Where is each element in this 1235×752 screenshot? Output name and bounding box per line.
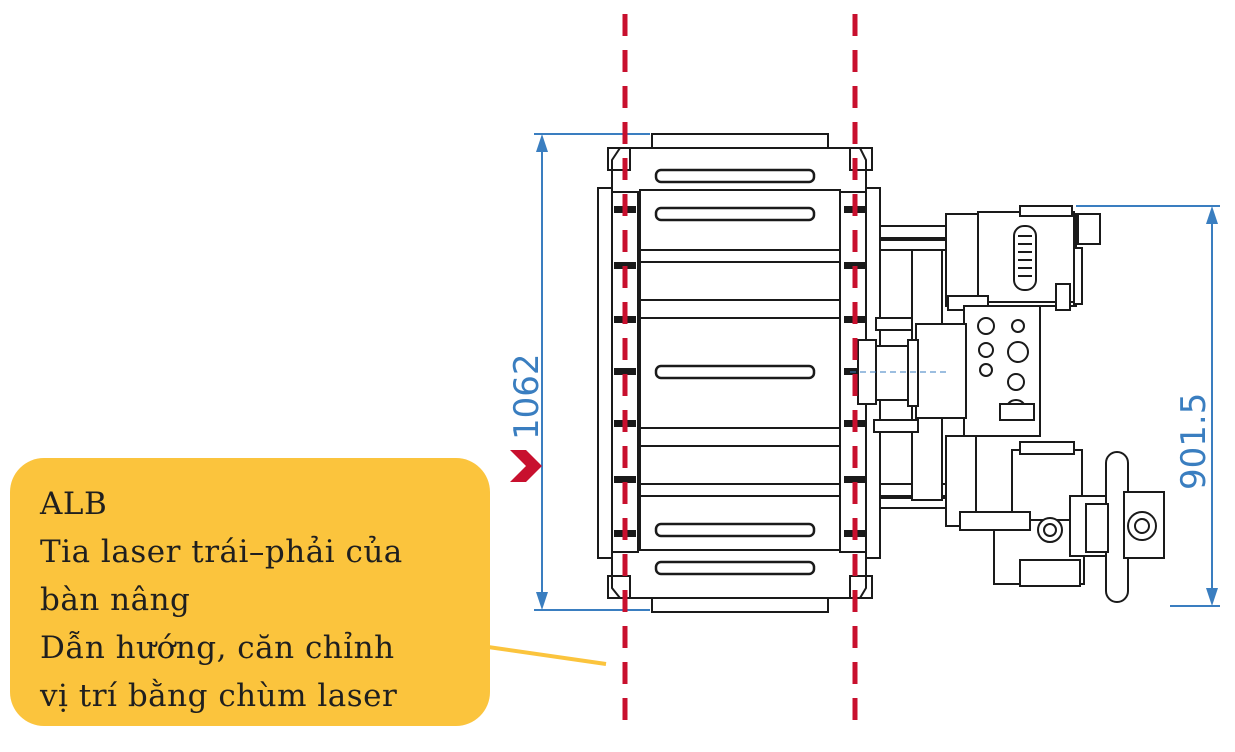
dimension-right-label: 901.5 (1174, 393, 1214, 490)
position-marker-icon (510, 450, 542, 482)
callout-line-5: vị trí bằng chùm laser (40, 678, 398, 714)
dimension-height-label: 1062 (507, 353, 547, 440)
dimension-right (1076, 205, 1220, 607)
callout-pointer (487, 645, 607, 666)
lift-table (597, 133, 881, 613)
callout-box: ALB Tia laser trái–phải của bàn nâng Dẫn… (10, 458, 490, 726)
callout-line-3: bàn nâng (40, 582, 191, 618)
callout-line-4: Dẫn hướng, căn chỉnh (40, 630, 395, 666)
drive-assembly (850, 205, 1165, 603)
callout-line-2: Tia laser trái–phải của (40, 534, 403, 570)
laser-lines (622, 14, 858, 726)
dimension-height (534, 133, 650, 611)
callout-title: ALB (40, 486, 108, 522)
